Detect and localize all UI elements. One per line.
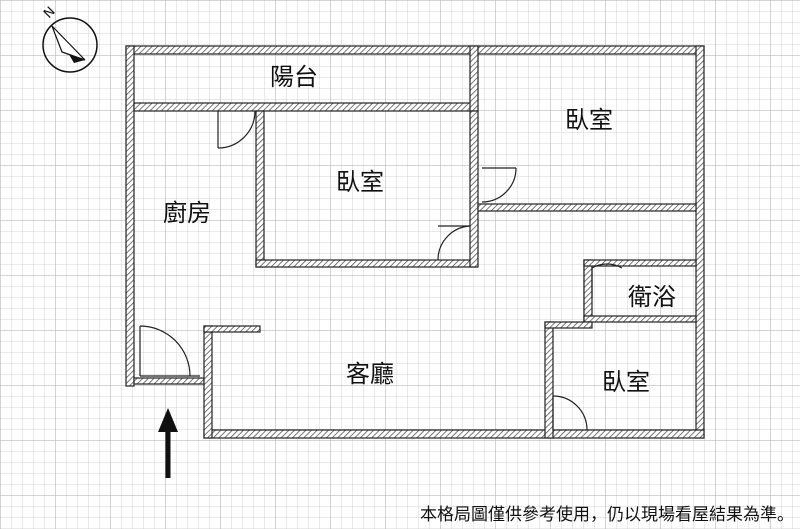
center-bedroom-door [437,225,471,261]
disclaimer-text: 本格局圖僅供參考使用，仍以現場看屋結果為準。 [420,505,794,525]
main-bedroom-door [481,167,517,203]
room-label-bedroom-small: 臥室 [602,368,650,396]
small-bedroom-door [552,395,588,431]
kitchen-door [217,110,256,149]
room-label-balcony: 陽台 [270,63,318,91]
doors [139,110,623,431]
front-door [139,325,200,377]
entrance-arrow-icon [158,408,178,478]
room-label-bathroom: 衛浴 [628,283,676,311]
room-label-kitchen: 廚房 [163,199,211,227]
walls [125,45,705,439]
compass-icon: N [41,4,98,73]
room-label-living-room: 客廳 [346,360,394,388]
room-label-bedroom-main: 臥室 [565,106,613,134]
room-label-bedroom-center: 臥室 [336,168,384,196]
bathroom-door [591,263,623,298]
